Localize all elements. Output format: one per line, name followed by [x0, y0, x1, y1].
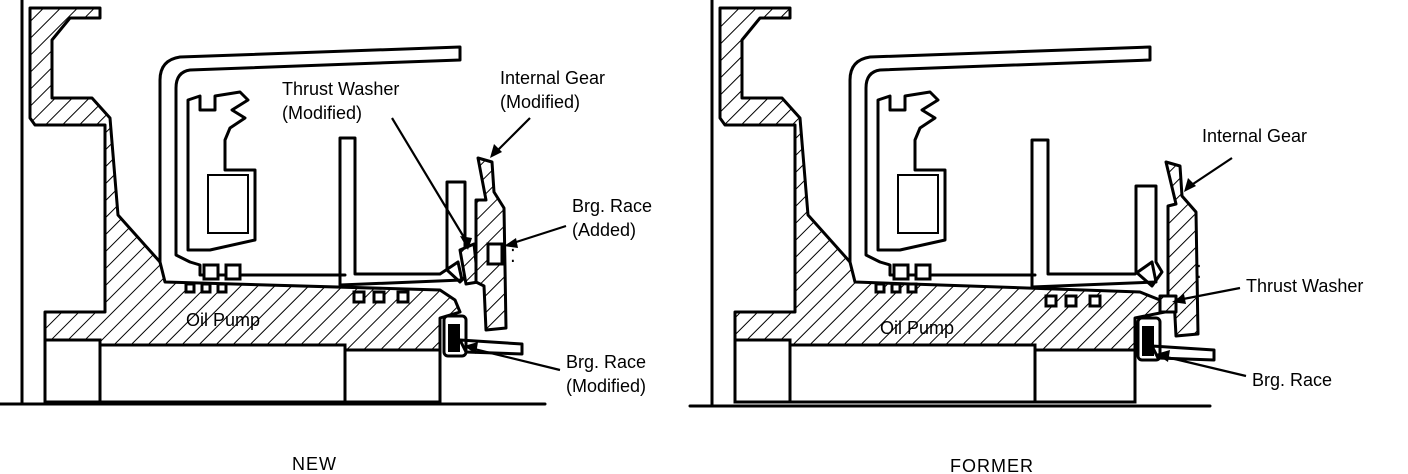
new-label-internal-gear: Internal Gear (Modified)	[500, 68, 610, 112]
new-brg-race-modified-leader	[469, 346, 561, 372]
new-label-oil-pump: Oil Pump	[186, 310, 260, 330]
new-housing	[28, 6, 462, 352]
new-base-left	[43, 338, 102, 404]
former-base-left	[733, 338, 792, 404]
former-carrier	[1134, 184, 1164, 288]
new-label-thrust-washer: Thrust Washer (Modified)	[282, 79, 404, 123]
new-ring-2	[200, 282, 212, 294]
new-brg-race-added-arrow	[504, 238, 518, 248]
former-ring-1	[874, 282, 886, 294]
new-ring-5	[372, 290, 386, 304]
former-clutch-drum	[848, 45, 1152, 277]
new-label-brg-race-modified: Brg. Race (Modified)	[566, 352, 651, 396]
new-seal-2	[224, 263, 242, 281]
former-label-brg-race: Brg. Race	[1252, 370, 1332, 390]
former-panel: ⁚ Internal Gear Thrust Washer Oil Pump B…	[688, 0, 1363, 474]
new-internal-gear-arrow	[490, 144, 502, 158]
former-seal-1	[892, 263, 910, 281]
new-thrust-washer-leader	[391, 117, 469, 245]
former-base-middle	[788, 343, 1037, 404]
former-internal-gear	[1164, 160, 1200, 338]
former-ring-4	[1044, 294, 1058, 308]
former-ring-3	[906, 282, 918, 294]
new-hub	[338, 136, 464, 287]
new-ring-4	[352, 290, 366, 304]
former-internal-gear-arrow	[1184, 178, 1196, 192]
former-brg-race-leader	[1161, 354, 1247, 378]
new-brg-race-modified-arrow	[464, 342, 478, 354]
former-thrust-washer	[1158, 294, 1178, 314]
new-ring-1	[184, 282, 196, 294]
new-base-right	[343, 348, 442, 404]
former-label-thrust-washer: Thrust Washer	[1246, 276, 1363, 296]
new-bearing-roller	[448, 324, 460, 352]
new-clutch-drum	[158, 45, 462, 277]
former-thrust-washer-arrow	[1172, 294, 1186, 304]
former-brg-race-arrow	[1156, 350, 1170, 362]
former-base-right	[1033, 348, 1137, 404]
new-brg-race-added-leader	[509, 224, 567, 246]
new-piston	[186, 90, 257, 252]
former-label-internal-gear: Internal Gear	[1202, 126, 1307, 146]
new-base-middle	[98, 343, 347, 404]
new-brg-marks: ⁚	[510, 246, 516, 266]
former-bearing-roller	[1142, 326, 1154, 356]
new-piston-cavity	[207, 174, 249, 234]
new-internal-gear-leader	[495, 117, 531, 153]
former-label-oil-pump: Oil Pump	[880, 318, 954, 338]
new-thrust-washer-arrow	[460, 236, 472, 250]
new-ring-6	[396, 290, 410, 304]
new-caption: NEW	[292, 454, 337, 474]
former-piston	[876, 90, 947, 252]
former-brg-marks: ⁚	[1196, 262, 1202, 282]
new-panel: ⁚ Thrust Washer (Modified) Internal Gear…	[0, 0, 657, 474]
new-seal-1	[202, 263, 220, 281]
new-label-brg-race-added: Brg. Race (Added)	[572, 196, 657, 240]
former-thrust-washer-leader	[1177, 286, 1241, 302]
former-ring-6	[1088, 294, 1102, 308]
new-brg-race-plate	[458, 338, 524, 356]
former-caption: FORMER	[950, 456, 1034, 474]
former-ring-2	[890, 282, 902, 294]
former-internal-gear-leader	[1189, 157, 1233, 187]
former-seal-2	[914, 263, 932, 281]
former-piston-cavity	[897, 174, 939, 234]
former-hub	[1030, 138, 1158, 289]
former-ring-5	[1064, 294, 1078, 308]
new-ring-3	[216, 282, 228, 294]
new-brg-race-added-part	[486, 242, 504, 266]
